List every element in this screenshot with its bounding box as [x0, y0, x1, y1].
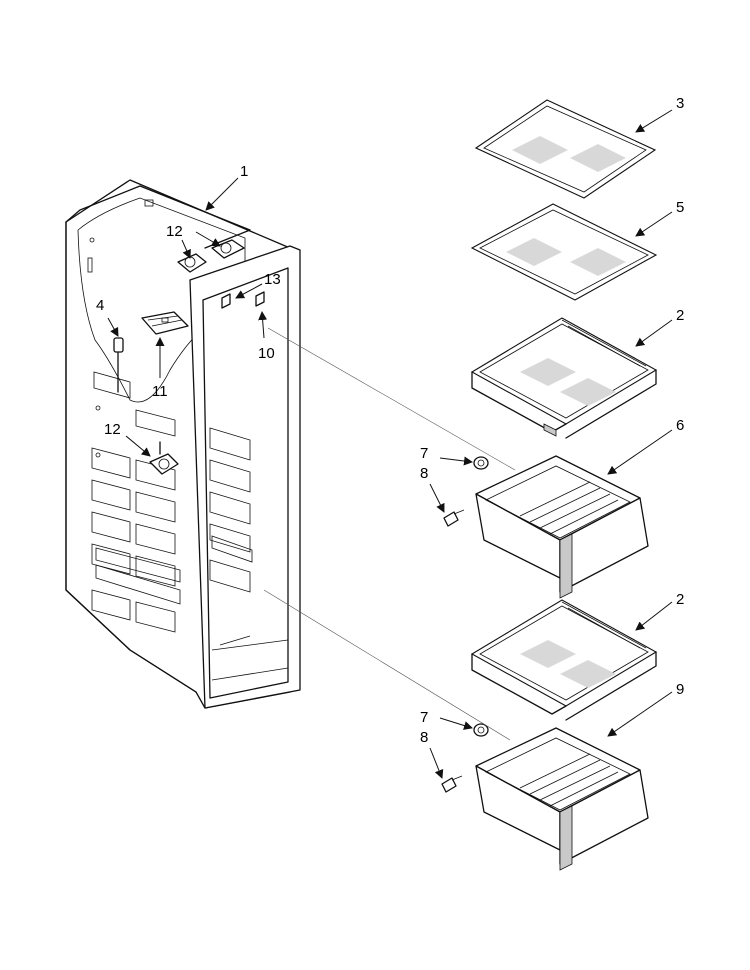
callout-10: 10: [258, 345, 275, 362]
leader-lines: [107, 109, 673, 779]
installation-lines: [263, 327, 516, 741]
callout-2-upper: 2: [676, 307, 684, 324]
light-socket-lower: [149, 441, 179, 475]
callout-7-lower: 7: [420, 709, 428, 726]
side-panels-left: [91, 371, 176, 633]
callout-2-lower: 2: [676, 591, 684, 608]
shelf-frame-upper: [470, 317, 658, 439]
shelf-frame-lower: [470, 599, 658, 721]
callout-13: 13: [264, 271, 281, 288]
clip-13: [221, 291, 265, 309]
glass-shelf-3: [474, 99, 657, 199]
screw-8-lower: [441, 775, 463, 793]
callout-4: 4: [96, 297, 104, 314]
slide-stop-7-lower: [473, 723, 489, 737]
callout-11: 11: [152, 383, 168, 400]
screw-8-upper: [443, 509, 465, 527]
crisper-drawer-9: [475, 727, 649, 871]
side-panels-right: [209, 427, 253, 593]
callout-7-upper: 7: [420, 445, 428, 462]
crisper-drawer-6: [475, 455, 649, 599]
callout-12-lower: 12: [104, 421, 121, 438]
callout-3: 3: [676, 95, 684, 112]
slide-stop-7-upper: [473, 456, 489, 470]
callout-9: 9: [676, 681, 684, 698]
callout-8-lower: 8: [420, 729, 428, 746]
callout-6: 6: [676, 417, 684, 434]
callout-5: 5: [676, 199, 684, 216]
callout-labels: 1 12 13 10 4 11 12 3 5 2 6 7 8 2 9 7 8: [96, 95, 684, 746]
thermistor: [113, 337, 124, 393]
callout-12-upper: 12: [166, 223, 183, 240]
callout-8-upper: 8: [420, 465, 428, 482]
callout-1: 1: [240, 163, 248, 180]
control-housing: [141, 311, 189, 335]
cabinet-liner: [65, 179, 301, 709]
glass-shelf-5: [470, 203, 658, 301]
